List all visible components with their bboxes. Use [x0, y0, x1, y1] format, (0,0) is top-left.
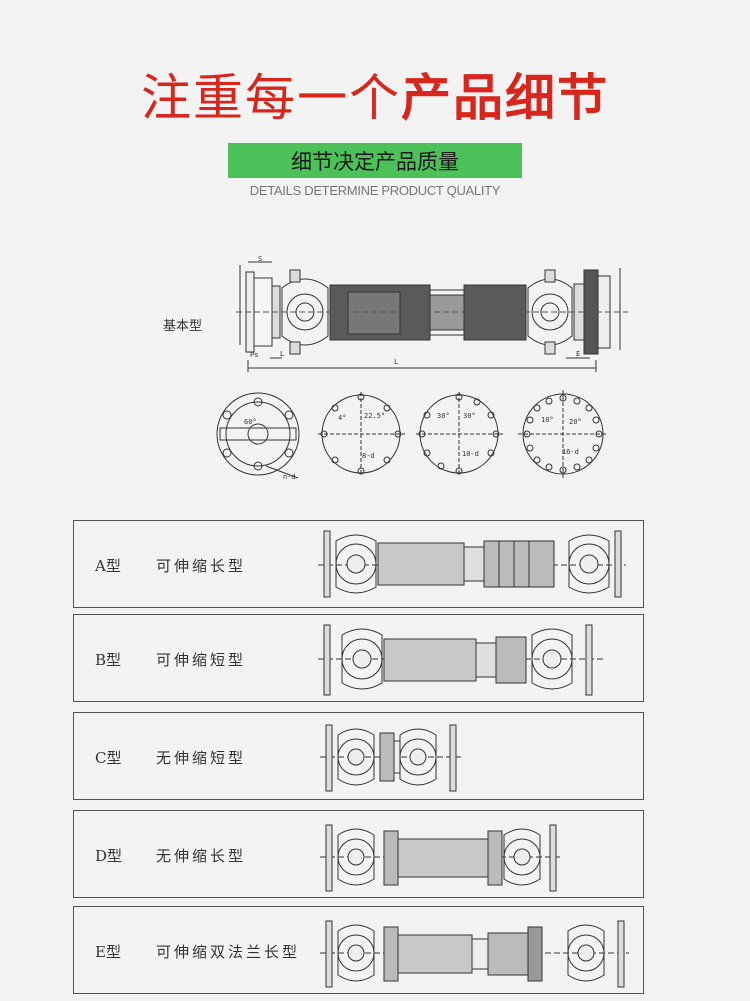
holes-8-d: 8-d: [362, 452, 375, 460]
english-subtitle: DETAILS DETERMINE PRODUCT QUALITY: [249, 183, 501, 198]
type-code: E型: [95, 943, 121, 961]
angle-30-right: 30°: [463, 412, 476, 420]
flange-diagram-2: [318, 392, 405, 476]
shaft-drawing-e: [320, 920, 629, 988]
holes-16-d: 16-d: [562, 448, 579, 456]
type-description: 可伸缩短型: [156, 651, 247, 669]
shaft-drawing-b: [318, 624, 604, 696]
type-row-e: E型 可伸缩双法兰长型: [73, 906, 644, 994]
type-code: B型: [95, 651, 122, 669]
type-description: 无伸缩短型: [156, 749, 247, 767]
type-row-a: A型 可伸缩长型: [73, 520, 644, 608]
dim-e: E: [576, 350, 580, 358]
title-part-bold: 产品细节: [401, 69, 609, 127]
angle-4: 4°: [338, 414, 346, 422]
angle-22-5: 22.5°: [364, 412, 385, 420]
type-description: 可伸缩双法兰长型: [156, 943, 301, 961]
dim-s: S: [258, 255, 262, 263]
holes-n-d: n-d: [283, 473, 296, 481]
basic-type-drawing: S Ps L L E: [216, 255, 628, 481]
dim-ps: Ps: [250, 351, 258, 359]
type-description: 可伸缩长型: [156, 557, 247, 575]
angle-30-left: 30°: [437, 412, 450, 420]
type-code: C型: [95, 749, 122, 767]
flange-diagram-4: [518, 390, 608, 478]
angle-60: 60°: [244, 418, 257, 426]
holes-10-d: 10-d: [462, 450, 479, 458]
type-row-c: C型 无伸缩短型: [73, 712, 644, 800]
type-code: A型: [95, 557, 121, 575]
angle-10: 10°: [541, 416, 554, 424]
type-row-b: B型 可伸缩短型: [73, 614, 644, 702]
flange-diagram-1: [216, 392, 300, 479]
shaft-drawing-d: [320, 824, 562, 892]
dim-l1: L: [280, 350, 284, 358]
type-code: D型: [95, 847, 123, 865]
right-yoke-cross: [531, 293, 569, 331]
dim-l2: L: [394, 358, 398, 366]
page-title: 注重每一个产品细节: [0, 58, 750, 130]
type-description: 无伸缩长型: [156, 847, 247, 865]
type-row-d: D型 无伸缩长型: [73, 810, 644, 898]
shaft-drawing-c: [320, 724, 464, 792]
shaft-drawing-a: [318, 530, 626, 598]
angle-20: 20°: [569, 418, 582, 426]
basic-type-label: 基本型: [163, 319, 203, 334]
flange-diagram-3: [416, 392, 503, 476]
title-part-normal: 注重每一个: [141, 69, 401, 127]
quality-badge: 细节决定产品质量: [228, 143, 522, 178]
